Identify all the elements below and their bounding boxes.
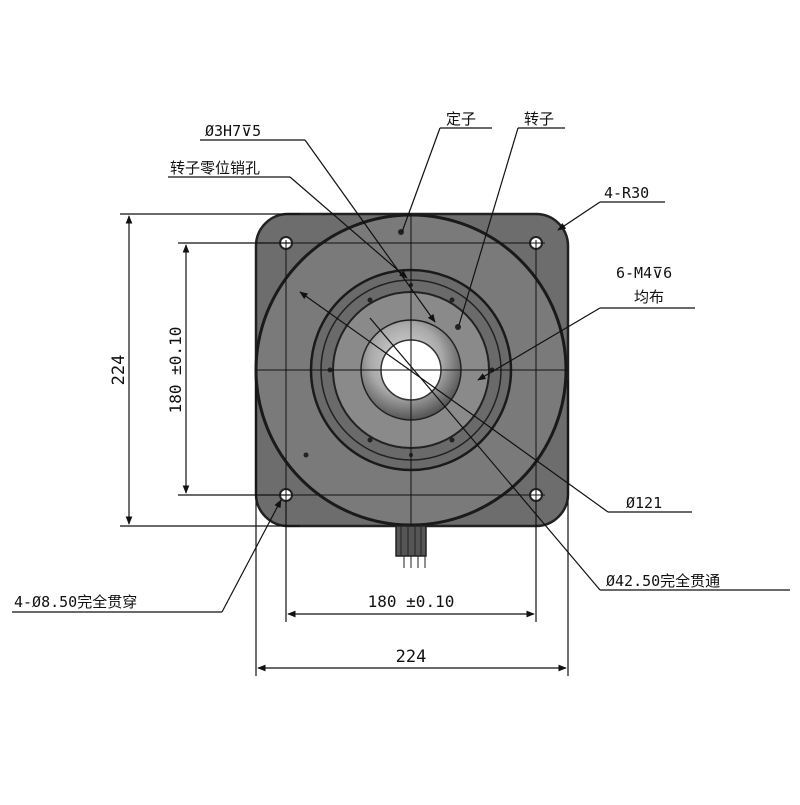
label-corner-radius: 4-R30 xyxy=(604,184,649,202)
label-mount-holes: 4-Ø8.50完全贯穿 xyxy=(14,593,137,611)
annotations: Ø3H7⊽5 转子零位销孔 定子 转子 4-R30 6-M4⊽6 均布 Ø121… xyxy=(14,110,720,611)
dim-height-inner: 180 ±0.10 xyxy=(166,327,185,414)
dim-height-outer: 224 xyxy=(109,355,129,386)
label-zero-pin: 转子零位销孔 xyxy=(170,159,260,177)
leader-lines xyxy=(12,127,790,613)
label-stator: 定子 xyxy=(446,110,476,128)
label-bore: Ø42.50完全贯通 xyxy=(606,572,720,590)
label-threaded-holes-distribution: 均布 xyxy=(634,288,664,306)
center-lines xyxy=(256,214,568,526)
dimension-lines xyxy=(120,213,569,676)
part-body xyxy=(254,212,570,568)
label-pin-hole: Ø3H7⊽5 xyxy=(205,122,261,140)
cable-connector xyxy=(395,525,427,568)
label-threaded-holes: 6-M4⊽6 xyxy=(616,264,672,282)
dim-width-outer: 224 xyxy=(396,647,427,667)
dimension-texts: 224 180 ±0.10 180 ±0.10 224 xyxy=(109,327,454,667)
label-outer-diameter: Ø121 xyxy=(626,494,662,512)
dim-width-inner: 180 ±0.10 xyxy=(368,592,455,611)
label-rotor: 转子 xyxy=(524,110,554,128)
